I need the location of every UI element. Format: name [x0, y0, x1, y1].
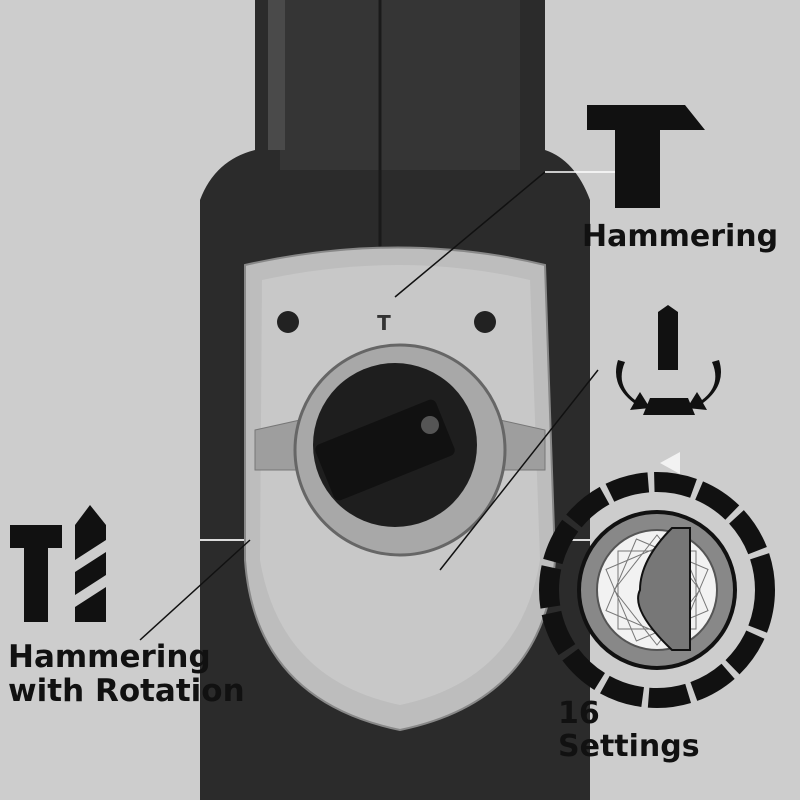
chisel-rotation-icon [616, 305, 721, 415]
hammering-with-rotation-label: Hammering with Rotation [8, 640, 245, 708]
settings-count: 16 [558, 696, 600, 731]
settings-label: 16 Settings [558, 697, 700, 763]
svg-text:T: T [377, 311, 391, 335]
screw-right-icon [474, 311, 496, 333]
settings-word: Settings [558, 729, 700, 764]
hwr-line2: with Rotation [8, 673, 245, 710]
hammering-with-rotation-icon [10, 505, 106, 622]
hammering-icon [587, 105, 705, 208]
hwr-line1: Hammering [8, 639, 211, 675]
screw-left-icon [277, 311, 299, 333]
hammering-label: Hammering [582, 219, 779, 254]
mode-selector-dial[interactable] [254, 343, 546, 557]
settings-ring-icon [539, 452, 775, 708]
